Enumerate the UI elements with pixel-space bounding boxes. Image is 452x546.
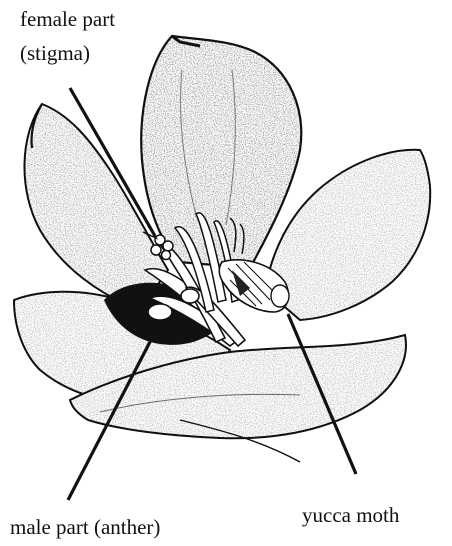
stigma-label: (stigma) <box>20 40 90 66</box>
yucca-moth-label: yucca moth <box>302 502 399 528</box>
female-part-label: female part <box>20 6 115 32</box>
male-part-label: male part (anther) <box>10 514 160 540</box>
